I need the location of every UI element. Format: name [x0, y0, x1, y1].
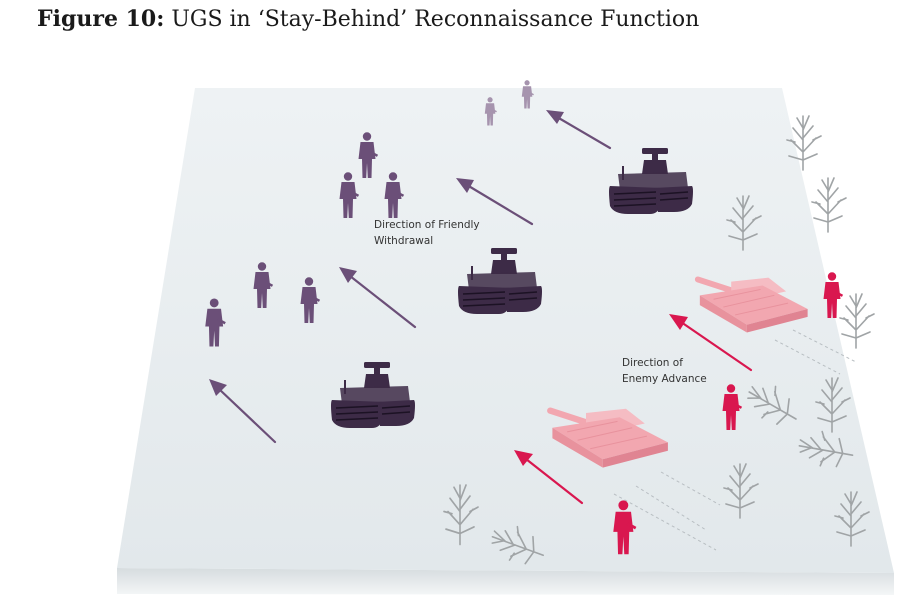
arrow-icon [514, 450, 584, 505]
friendly-direction-label-line1: Direction of Friendly [374, 219, 480, 231]
arrow-icon [546, 110, 612, 150]
motion-trails [613, 329, 857, 551]
ground-edge [117, 568, 894, 595]
figure-title: Figure 10: UGS in ‘Stay-Behind’ Reconnai… [37, 6, 699, 32]
arrow-icon [209, 379, 277, 444]
arrow-icon [339, 267, 417, 329]
tree-icon [811, 177, 847, 233]
arrow-icon [669, 314, 753, 372]
friendly-direction-label-line2: Withdrawal [374, 235, 433, 247]
enemy-direction-label-line2: Enemy Advance [622, 373, 707, 385]
arrow-icon [456, 178, 534, 226]
ground-plane [117, 88, 894, 573]
enemy-direction-label-line1: Direction of [622, 357, 683, 369]
tree-icon [839, 293, 875, 349]
figure-title-text: UGS in ‘Stay-Behind’ Reconnaissance Func… [171, 7, 700, 32]
figure-label: Figure 10: [37, 6, 165, 32]
